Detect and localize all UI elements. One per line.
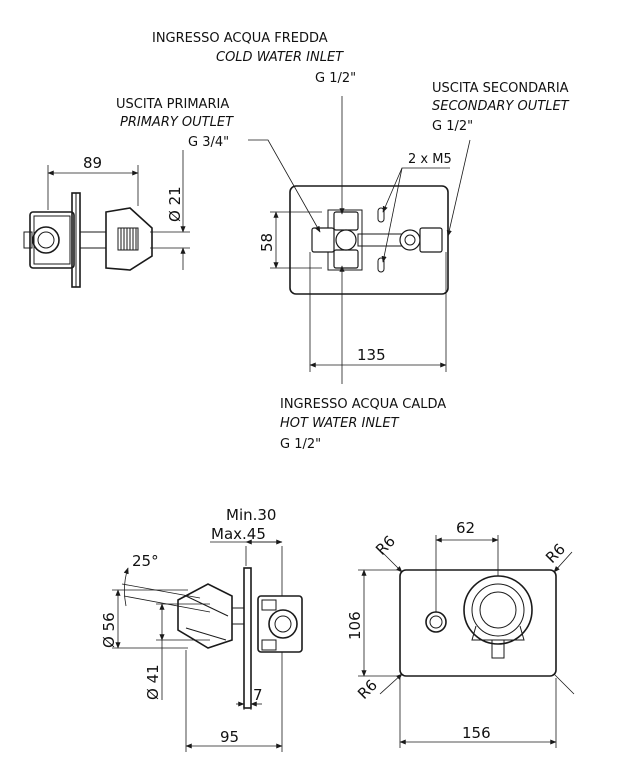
dim-body-width: 135 [357,346,386,364]
dim-side-depth: 89 [83,154,102,172]
side-view-top [23,150,190,288]
dim-min-depth: Min.30 [226,506,276,524]
cold-inlet-label-en: COLD WATER INLET [216,50,344,65]
dim-handle-spacing: 62 [456,519,475,537]
dim-plate-width: 156 [462,724,491,742]
dim-handle-inner-diameter: Ø 41 [144,664,162,700]
dim-handle-angle: 25° [132,552,159,570]
dim-radius-bottom-left: R6 [354,676,381,703]
hot-inlet-thread: G 1/2" [280,437,321,452]
primary-outlet-label-it: USCITA PRIMARIA [116,97,229,112]
dim-body-height: 58 [258,233,276,252]
side-view-bottom [112,539,303,752]
dim-max-depth: Max.45 [211,525,266,543]
dim-handle-outer-diameter: Ø 56 [100,612,118,648]
dim-plate-thickness: 7 [253,686,263,704]
primary-outlet-thread: G 3/4" [188,135,229,150]
dim-radius-top-right: R6 [542,540,569,567]
primary-outlet-label-en: PRIMARY OUTLET [120,115,234,130]
dim-side-diameter: Ø 21 [166,186,184,222]
secondary-outlet-label-en: SECONDARY OUTLET [432,99,570,114]
dim-plate-height: 106 [346,611,364,640]
dim-radius-top-left: R6 [372,532,399,559]
secondary-outlet-thread: G 1/2" [432,119,473,134]
screws-label: 2 x M5 [408,152,452,167]
cold-inlet-thread: G 1/2" [315,71,356,86]
secondary-outlet-label-it: USCITA SECONDARIA [432,81,569,96]
hot-inlet-label-it: INGRESSO ACQUA CALDA [280,397,446,412]
hot-inlet-label-en: HOT WATER INLET [280,416,400,431]
cold-inlet-label-it: INGRESSO ACQUA FREDDA [152,31,328,46]
front-view-top [248,96,471,384]
front-view-bottom [358,535,575,748]
dim-total-depth: 95 [220,728,239,746]
